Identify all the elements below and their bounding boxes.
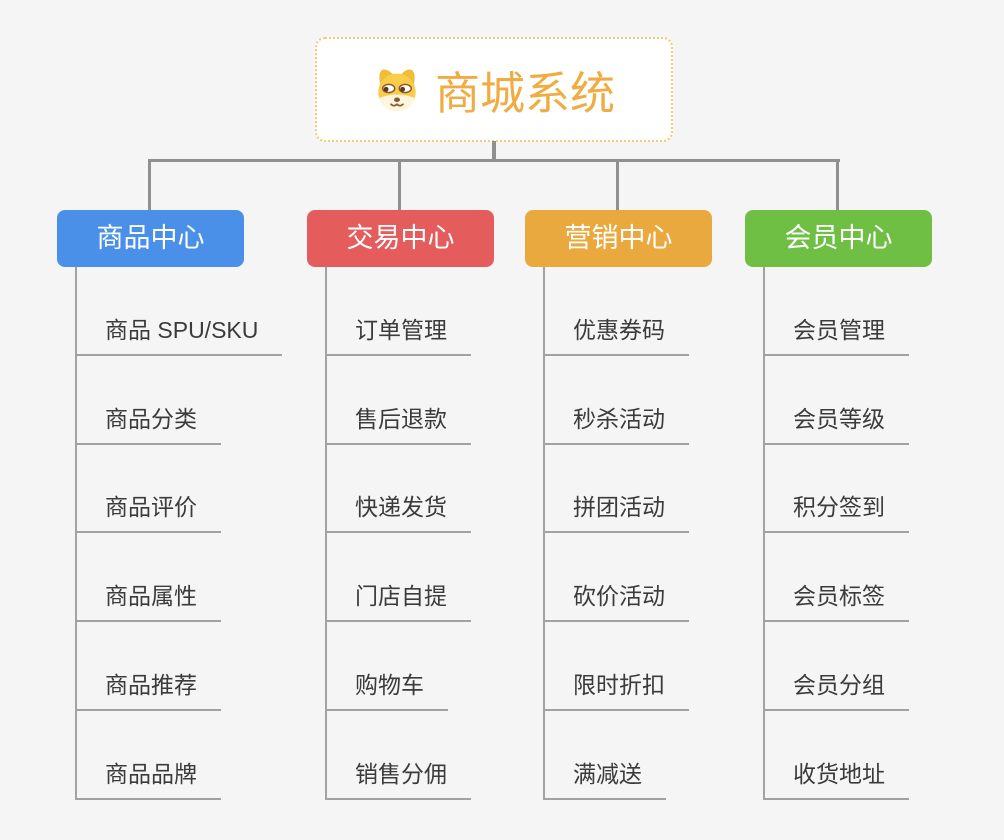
item-label[interactable]: 秒杀活动 [543,400,689,445]
branch-trunk-line [75,267,77,800]
root-title: 商城系统 [434,68,615,119]
item-label[interactable]: 商品品牌 [75,755,221,800]
list-item: 会员管理 [745,267,995,356]
branch-node-marketing-center[interactable]: 营销中心 [525,210,712,267]
list-item: 会员等级 [745,356,995,445]
list-item: 会员标签 [745,533,995,623]
list-item: 积分签到 [745,445,995,534]
item-label[interactable]: 满减送 [543,755,666,800]
connector-root-drop [492,141,496,161]
list-item: 购物车 [307,622,557,712]
branch-trade-center: 交易中心 订单管理 售后退款 快递发货 门店自提 购物车 销售分佣 [307,210,557,800]
item-label[interactable]: 订单管理 [325,311,471,356]
branch-marketing-center: 营销中心 优惠券码 秒杀活动 拼团活动 砍价活动 限时折扣 满减送 [525,210,775,800]
list-item: 秒杀活动 [525,356,775,445]
branch-node-product-center[interactable]: 商品中心 [57,210,244,267]
branch-product-center: 商品中心 商品 SPU/SKU 商品分类 商品评价 商品属性 商品推荐 商品品牌 [57,210,307,800]
item-label[interactable]: 会员管理 [763,311,909,356]
branch-node-trade-center[interactable]: 交易中心 [307,210,494,267]
branch-member-center: 会员中心 会员管理 会员等级 积分签到 会员标签 会员分组 收货地址 [745,210,995,800]
connector-drop-1 [148,159,151,211]
list-item: 商品 SPU/SKU [57,267,307,356]
branch-items: 订单管理 售后退款 快递发货 门店自提 购物车 销售分佣 [307,267,557,800]
list-item: 商品推荐 [57,622,307,712]
list-item: 商品评价 [57,445,307,534]
list-item: 商品属性 [57,533,307,623]
list-item: 门店自提 [307,533,557,623]
list-item: 商品品牌 [57,711,307,800]
item-label[interactable]: 收货地址 [763,755,909,800]
item-label[interactable]: 商品评价 [75,488,221,534]
item-label[interactable]: 砍价活动 [543,577,689,623]
branch-items: 优惠券码 秒杀活动 拼团活动 砍价活动 限时折扣 满减送 [525,267,775,800]
item-label[interactable]: 购物车 [325,666,448,712]
branch-items: 会员管理 会员等级 积分签到 会员标签 会员分组 收货地址 [745,267,995,800]
item-label[interactable]: 限时折扣 [543,666,689,712]
item-label[interactable]: 商品推荐 [75,666,221,712]
root-node[interactable]: 商城系统 [315,37,673,142]
item-label[interactable]: 积分签到 [763,488,909,534]
list-item: 订单管理 [307,267,557,356]
item-label[interactable]: 售后退款 [325,400,471,445]
list-item: 满减送 [525,711,775,800]
list-item: 收货地址 [745,711,995,800]
branch-node-member-center[interactable]: 会员中心 [745,210,932,267]
item-label[interactable]: 商品 SPU/SKU [75,311,283,356]
list-item: 快递发货 [307,445,557,534]
item-label[interactable]: 快递发货 [325,488,471,534]
item-label[interactable]: 会员等级 [763,400,909,445]
item-label[interactable]: 会员分组 [763,666,909,712]
item-label[interactable]: 拼团活动 [543,488,689,534]
connector-bus [148,159,840,162]
branch-items: 商品 SPU/SKU 商品分类 商品评价 商品属性 商品推荐 商品品牌 [57,267,307,800]
list-item: 商品分类 [57,356,307,445]
branch-trunk-line [543,267,545,800]
branch-trunk-line [325,267,327,800]
list-item: 会员分组 [745,622,995,712]
list-item: 销售分佣 [307,711,557,800]
item-label[interactable]: 销售分佣 [325,755,471,800]
item-label[interactable]: 门店自提 [325,577,471,623]
list-item: 优惠券码 [525,267,775,356]
dog-face-icon [373,66,421,114]
connector-drop-3 [616,159,619,211]
list-item: 砍价活动 [525,533,775,623]
item-label[interactable]: 会员标签 [763,577,909,623]
connector-drop-4 [836,159,839,211]
list-item: 售后退款 [307,356,557,445]
item-label[interactable]: 商品分类 [75,400,221,445]
list-item: 拼团活动 [525,445,775,534]
branch-trunk-line [763,267,765,800]
connector-drop-2 [398,159,401,211]
item-label[interactable]: 商品属性 [75,577,221,623]
list-item: 限时折扣 [525,622,775,712]
item-label[interactable]: 优惠券码 [543,311,689,356]
